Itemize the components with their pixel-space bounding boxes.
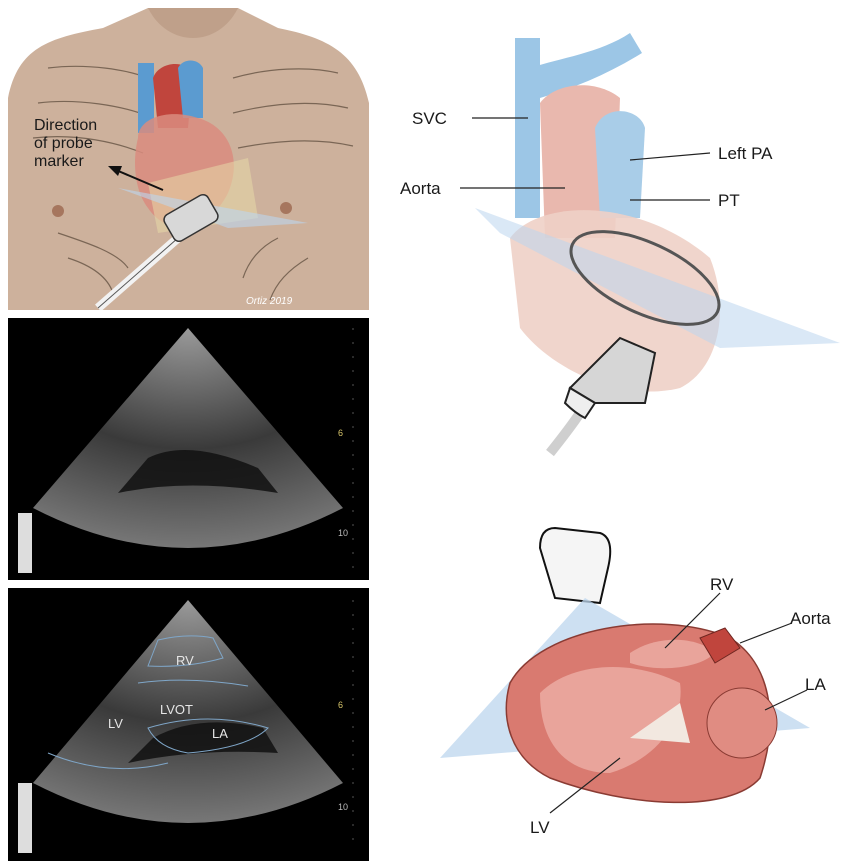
grayscale-bar bbox=[18, 783, 32, 853]
depth-mark-6: 6 bbox=[338, 428, 343, 438]
echo-image-unlabeled: 6 10 bbox=[8, 318, 369, 580]
label-aorta: Aorta bbox=[790, 609, 831, 628]
la-section bbox=[707, 688, 777, 758]
direction-label-line-3: marker bbox=[34, 153, 84, 170]
label-lv: LV bbox=[530, 818, 550, 837]
right-nipple bbox=[280, 202, 292, 214]
heart-cross-section-illustration: RV Aorta LA LV bbox=[380, 488, 844, 861]
grayscale-bar bbox=[18, 513, 32, 573]
depth-mark-10: 10 bbox=[338, 528, 348, 538]
torso-illustration: Direction of probe marker Ortiz 2019 bbox=[8, 8, 369, 310]
label-lv: LV bbox=[108, 716, 123, 731]
probe-icon bbox=[540, 528, 610, 603]
left-nipple bbox=[52, 205, 64, 217]
label-svc: SVC bbox=[412, 109, 447, 128]
label-left-pa: Left PA bbox=[718, 144, 773, 163]
label-pt: PT bbox=[718, 191, 740, 210]
heart-anatomy-illustration: SVC Aorta Left PA PT bbox=[380, 8, 844, 478]
label-lvot: LVOT bbox=[160, 702, 193, 717]
depth-mark-10: 10 bbox=[338, 802, 348, 812]
label-aorta: Aorta bbox=[400, 179, 441, 198]
echo-image-labeled: RV LVOT LV LA 6 10 bbox=[8, 588, 369, 861]
label-la: LA bbox=[212, 726, 228, 741]
direction-label-line-1: Direction bbox=[34, 117, 97, 134]
svc-vessel bbox=[515, 38, 540, 218]
label-rv: RV bbox=[176, 653, 194, 668]
label-la: LA bbox=[805, 675, 826, 694]
direction-label-line-2: of probe bbox=[34, 135, 93, 152]
credit-text: Ortiz 2019 bbox=[246, 296, 293, 307]
label-rv: RV bbox=[710, 575, 734, 594]
depth-mark-6: 6 bbox=[338, 700, 343, 710]
pulmonary-trunk bbox=[595, 111, 645, 218]
echo-sector bbox=[33, 328, 343, 548]
